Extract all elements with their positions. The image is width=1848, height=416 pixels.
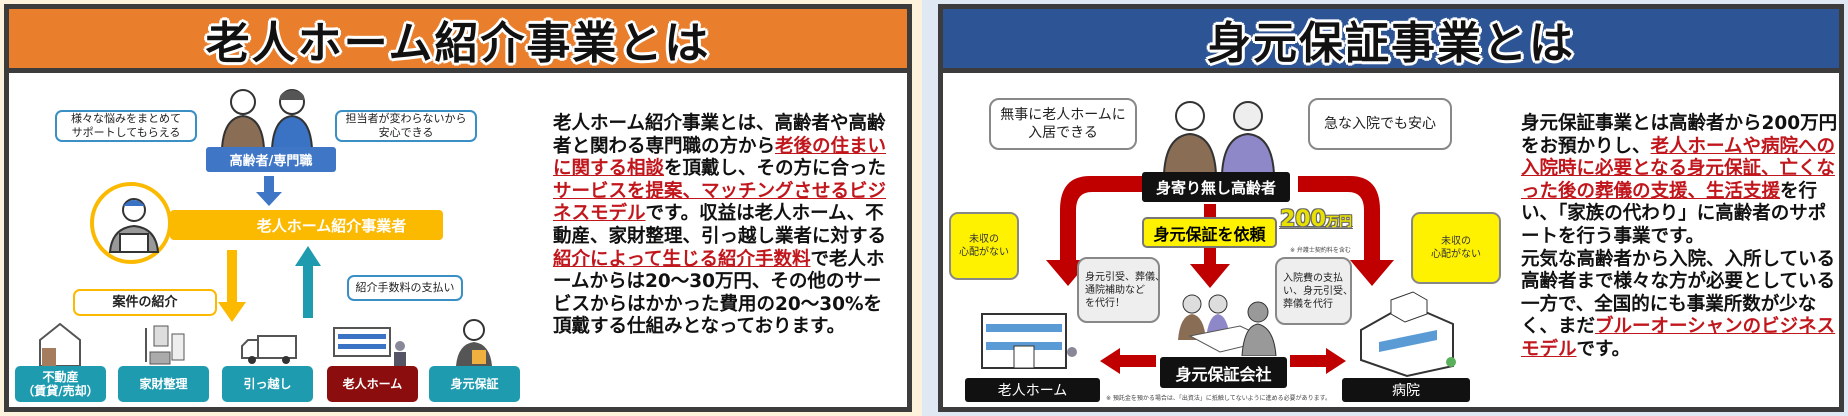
left-panel: 老人ホーム紹介事業とは [4, 4, 912, 412]
operator-with-laptop-icon [108, 198, 160, 253]
fee-bubble: 紹介手数料の支払い [347, 275, 463, 301]
arrow-right-to-hospital-icon [1290, 348, 1346, 374]
referral-bubble: 案件の紹介 [73, 289, 217, 316]
right-title: 身元保証事業とは [1207, 17, 1575, 69]
guarantor-person-icon [456, 319, 492, 366]
service-bubble-right: 入院費の支払 い、身元引受、 葬儀を代行 [1275, 257, 1353, 325]
elder-label: 身寄り無し高齢者 [1142, 172, 1290, 202]
home-label: 老人ホーム [965, 378, 1100, 402]
amount-unit: 万円 [1325, 215, 1352, 230]
highlighted-text: ブルーオーシャンのビジネスモデル [1521, 316, 1836, 360]
nursing-home-icon [333, 327, 406, 366]
tile-nursing-home: 老人ホーム [327, 366, 418, 402]
tile-moving: 引っ越し [222, 366, 313, 402]
hospital-building-icon [1360, 291, 1456, 378]
amount-note: ※ 弁護士契約料を含む [1290, 247, 1351, 254]
highlighted-text: 老人ホームや病院への入院時に必要となる身元保証、亡くなった後の葬儀の支援、生活支… [1521, 135, 1835, 202]
nursing-home-building-icon [981, 313, 1077, 369]
body-text: を頂戴し、その方に合った [664, 158, 887, 180]
body-text: です。 [1576, 338, 1631, 360]
company-label: 身元保証会社 [1160, 357, 1287, 388]
elder-and-staff-illustration [220, 89, 314, 148]
house-icon [39, 322, 81, 366]
moving-truck-icon [241, 335, 297, 364]
highlighted-text: サービスを提案、マッチングさせるビジネスモデル [553, 180, 887, 225]
no-worry-hospital-bubble: 未収の 心配がない [1411, 212, 1501, 284]
tile-guarantee: 身元保証 [429, 366, 520, 402]
body-text: 身元保証事業とは高齢者から200万円をお預かりし、 [1521, 113, 1838, 157]
no-worry-home-bubble: 未収の 心配がない [949, 212, 1019, 280]
body-text: 老人ホーム紹介事業とは、高齢者や高齢者と関わる専門職の方から [553, 113, 886, 157]
amount-label: 200万円 [1280, 207, 1352, 232]
amount-value: 200 [1280, 207, 1326, 232]
highlighted-text: 紹介によって生じる紹介手数料 [553, 248, 811, 270]
arrow-to-hospital [1298, 176, 1394, 286]
appliances-icon [145, 325, 185, 365]
tile-real-estate: 不動産 （賃貸/売却） [15, 366, 106, 402]
bubble-worries: 様々な悩みをまとめて サポートしてもらえる [55, 110, 197, 142]
left-description: 老人ホーム紹介事業とは、高齢者や高齢者と関わる専門職の方から老後の住まいに関する… [553, 113, 888, 339]
bubble-same-staff: 担当者が変わらないから 安心できる [335, 110, 477, 142]
arrow-left-home [1090, 324, 1158, 350]
right-header: 身元保証事業とは [943, 9, 1839, 73]
elderly-couple-illustration [1162, 101, 1276, 174]
down-arrow-yellow-icon [218, 250, 246, 322]
consultation-illustration [1178, 294, 1277, 356]
body-text: を行い、「家族の代わり」に高齢者のサポートを行う事業です。 元気な高齢者から入院… [1521, 180, 1835, 338]
agent-bar: 老人ホーム紹介事業者 [170, 210, 443, 240]
deposit-note: ※ 預託金を預かる場合は、「出資法」に抵触してないように進める必要があります。 [1106, 395, 1332, 402]
arrow-to-home [1046, 176, 1142, 286]
request-label: 身元保証を依頼 [1142, 217, 1277, 248]
bubble-emergency-safe: 急な入院でも安心 [1308, 98, 1452, 150]
body-text: です。収益は老人ホーム、不動産、家財整理、引っ越し業者に対する [553, 203, 887, 247]
up-arrow-teal-icon [295, 246, 321, 318]
service-bubble-left: 身元引受、葬儀、 通院補助など を代行！ [1077, 257, 1165, 323]
bubble-safe-admission: 無事に老人ホームに 入居できる [989, 98, 1137, 150]
left-header: 老人ホーム紹介事業とは [9, 9, 907, 73]
arrow-left-to-home-icon [1100, 348, 1156, 374]
down-arrow-blue-icon [256, 176, 282, 206]
tile-estate-clearing: 家財整理 [118, 366, 209, 402]
right-description: 身元保証事業とは高齢者から200万円をお預かりし、老人ホームや病院への入院時に必… [1521, 113, 1839, 362]
left-title: 老人ホーム紹介事業とは [205, 17, 711, 69]
hospital-label: 病院 [1342, 378, 1470, 402]
left-diagram: 様々な悩みをまとめて サポートしてもらえる 担当者が変わらないから 安心できる … [0, 0, 545, 416]
client-label: 高齢者/専門職 [206, 147, 336, 172]
agent-avatar-circle [90, 182, 172, 264]
highlighted-text: 老後の住まいに関する相談 [553, 135, 887, 180]
body-text: で老人ホームからは20～30万円、その他のサービスからはかかった費用の20～30… [553, 248, 885, 338]
